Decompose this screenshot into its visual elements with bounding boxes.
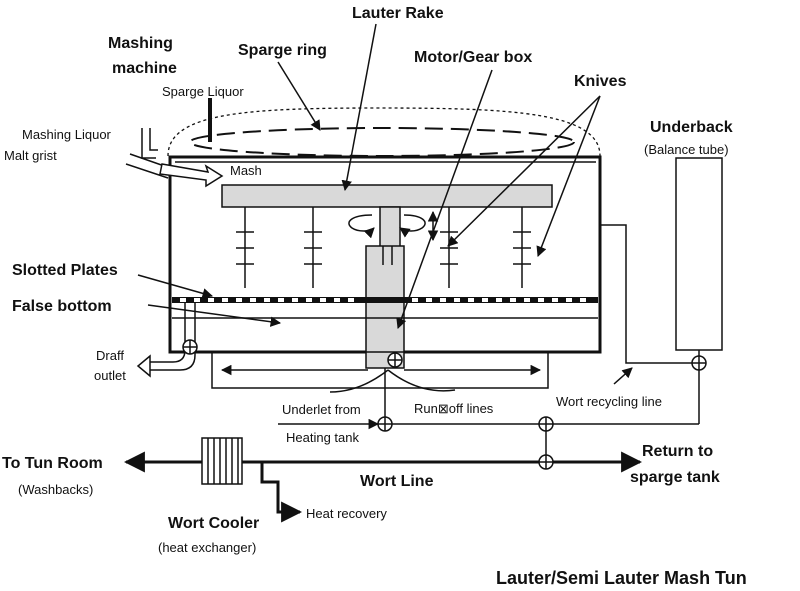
label-wort-line: Wort Line <box>360 473 434 490</box>
label-underback: Underback <box>650 119 733 136</box>
label-to-tun-room: To Tun Room <box>2 455 103 472</box>
lauter-rake-bar <box>221 184 553 208</box>
sparge-ring <box>189 127 575 157</box>
label-washbacks: (Washbacks) <box>18 482 93 497</box>
label-heating-tank: Heating tank <box>286 430 359 445</box>
underback <box>675 157 723 351</box>
diagram-title: Lauter/Semi Lauter Mash Tun <box>496 568 747 588</box>
label-sparge-liquor: Sparge Liquor <box>162 84 244 99</box>
motor-gear-box <box>365 245 405 369</box>
slotted-plates <box>172 297 598 303</box>
draff-outlet-arrow-icon <box>136 354 151 378</box>
sparge-ring-dome <box>167 107 601 157</box>
label-heat-exchanger: (heat exchanger) <box>158 540 256 555</box>
rotation-left-icon <box>348 214 375 239</box>
label-mashing-machine-1: Mashing <box>108 35 173 52</box>
label-mashing-machine-2: machine <box>112 60 177 77</box>
label-heat-recovery: Heat recovery <box>306 506 387 521</box>
label-draff-outlet-2: outlet <box>94 368 126 383</box>
run-off-manifold <box>211 351 549 389</box>
mashing-liquor-pipe <box>141 128 156 159</box>
label-return-to-2: sparge tank <box>630 469 720 486</box>
label-mashing-liquor: Mashing Liquor <box>22 127 112 142</box>
rotation-right-icon <box>399 214 426 238</box>
label-underlet-from: Underlet from <box>282 402 361 417</box>
label-malt-grist: Malt grist <box>4 148 57 163</box>
label-run-off-lines: Run⊠off lines <box>414 401 494 416</box>
wort-recycling-line <box>600 224 692 364</box>
label-balance-tube: (Balance tube) <box>644 142 729 157</box>
heat-recovery-pipe <box>260 462 303 523</box>
label-motor-gear-box: Motor/Gear box <box>414 49 532 66</box>
knives-group <box>236 207 531 288</box>
slot-pattern <box>180 298 586 302</box>
label-return-to-1: Return to <box>642 443 713 460</box>
label-knives: Knives <box>574 73 627 90</box>
label-lauter-rake: Lauter Rake <box>352 5 444 22</box>
label-wort-cooler: Wort Cooler <box>168 515 259 532</box>
mash-inlet-arrow <box>159 163 224 188</box>
rake-shaft <box>379 206 401 248</box>
label-wort-recycling-line: Wort recycling line <box>556 394 662 409</box>
label-sparge-ring: Sparge ring <box>238 42 327 59</box>
label-mash: Mash <box>230 163 262 178</box>
label-draff-outlet-1: Draff <box>96 348 124 363</box>
label-false-bottom: False bottom <box>12 298 112 315</box>
label-slotted-plates: Slotted Plates <box>12 262 118 279</box>
